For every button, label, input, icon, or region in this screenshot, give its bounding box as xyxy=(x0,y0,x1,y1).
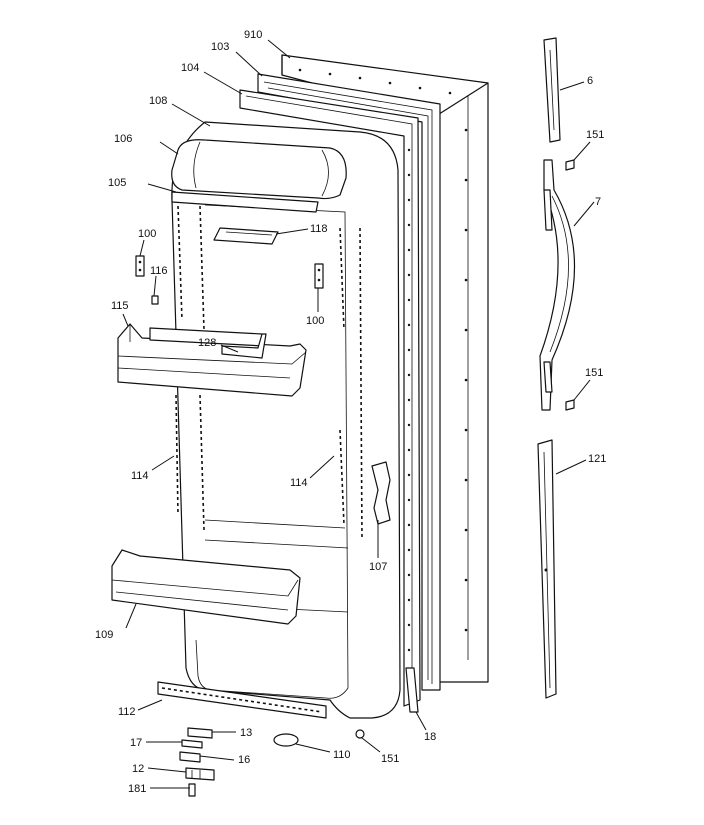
gasket-inner-frame xyxy=(239,89,421,707)
handle-trim-121 xyxy=(537,439,557,699)
callout-151-upper: 151 xyxy=(586,129,604,141)
callout-114-left: 114 xyxy=(131,470,149,482)
screw-181 xyxy=(188,783,196,797)
plug-110 xyxy=(273,733,299,747)
callout-105: 105 xyxy=(108,177,126,189)
callout-151-lower: 151 xyxy=(585,367,603,379)
door-shelf-109 xyxy=(111,549,301,625)
callout-6: 6 xyxy=(587,75,593,87)
callout-151-bottom: 151 xyxy=(381,753,399,765)
callout-16: 16 xyxy=(238,754,250,766)
callout-116: 116 xyxy=(150,265,168,277)
hinge-part-13 xyxy=(187,727,213,739)
callout-128: 128 xyxy=(198,337,216,349)
hinge-part-17 xyxy=(181,739,203,749)
callout-17: 17 xyxy=(130,737,142,749)
door-gasket xyxy=(257,73,441,691)
handle-cap-6 xyxy=(543,37,561,143)
callout-107: 107 xyxy=(369,561,387,573)
callout-12: 12 xyxy=(132,763,144,775)
screw-151-bottom xyxy=(355,729,365,739)
breaker-strip-18 xyxy=(405,667,419,713)
door-rail-105 xyxy=(171,191,319,213)
callout-121: 121 xyxy=(588,453,606,465)
callout-18: 18 xyxy=(424,731,436,743)
callout-910: 910 xyxy=(244,29,262,41)
screw-151-upper xyxy=(565,159,575,171)
hinge-part-16 xyxy=(179,751,201,763)
bracket-118 xyxy=(213,227,279,245)
callout-100-right: 100 xyxy=(306,315,324,327)
callout-103: 103 xyxy=(211,41,229,53)
callout-104: 104 xyxy=(181,62,199,74)
shelf-divider-128 xyxy=(221,333,267,359)
callout-106: 106 xyxy=(114,133,132,145)
upper-cover-106 xyxy=(171,139,347,200)
callout-13: 13 xyxy=(240,727,252,739)
callout-112: 112 xyxy=(118,706,136,718)
callout-110: 110 xyxy=(333,749,351,761)
clip-100-right xyxy=(314,263,324,289)
clip-100-left xyxy=(135,255,145,277)
callout-109: 109 xyxy=(95,629,113,641)
hinge-part-12 xyxy=(185,767,215,781)
callout-115: 115 xyxy=(111,300,129,312)
handle-7 xyxy=(539,159,576,411)
callout-181: 181 xyxy=(128,783,146,795)
part-116 xyxy=(151,295,159,305)
bottom-trim-112 xyxy=(157,681,327,719)
leader-lines xyxy=(122,39,595,789)
callout-108: 108 xyxy=(149,95,167,107)
callout-114-right: 114 xyxy=(290,477,308,489)
callout-7: 7 xyxy=(595,196,601,208)
callout-labels: 910 103 104 108 106 105 100 116 118 100 … xyxy=(95,29,606,795)
callout-118: 118 xyxy=(310,223,328,235)
callout-100-left: 100 xyxy=(138,228,156,240)
screw-151-lower xyxy=(565,399,575,411)
door-liner xyxy=(171,121,401,719)
retainer-107 xyxy=(371,461,391,525)
